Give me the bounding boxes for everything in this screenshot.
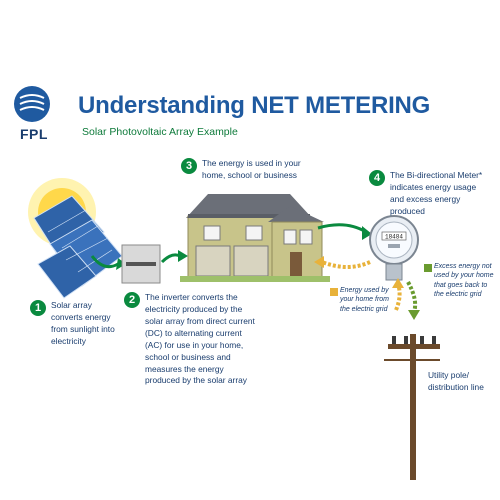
page-title: Understanding NET METERING bbox=[78, 92, 431, 119]
excess-energy-legend-text: Excess energy not used by your home that… bbox=[434, 263, 494, 299]
brand-name: FPL bbox=[20, 126, 48, 142]
step-4-text: The Bi-directional Meter* indicates ener… bbox=[390, 170, 483, 216]
arrow-meter-to-house bbox=[321, 260, 371, 269]
arrow-pole-to-meter bbox=[394, 283, 402, 311]
step-1-text: Solar array converts energy from sunligh… bbox=[51, 300, 115, 346]
house-icon bbox=[180, 194, 330, 282]
page-subtitle: Solar Photovoltaic Array Example bbox=[82, 126, 238, 138]
arrow-solar-to-inverter bbox=[90, 255, 119, 269]
utility-pole-label: Utility pole/ distribution line bbox=[428, 370, 484, 392]
grid-energy-legend-swatch bbox=[330, 288, 338, 296]
utility-pole-icon bbox=[384, 334, 440, 480]
step-3-text: The energy is used in your home, school … bbox=[202, 158, 301, 180]
solar-array-icon bbox=[33, 195, 123, 299]
step-2-badge: 2 bbox=[124, 292, 140, 308]
bi-directional-meter-icon: 18484 bbox=[369, 215, 419, 281]
step-3-badge: 3 bbox=[181, 158, 197, 174]
meter-reading: 18484 bbox=[385, 234, 403, 241]
arrow-house-to-meter bbox=[317, 223, 367, 234]
arrow-meter-to-pole bbox=[406, 281, 418, 313]
step-2-text: The inverter converts the electricity pr… bbox=[145, 292, 255, 386]
inverter-icon bbox=[121, 244, 161, 284]
step-1-badge: 1 bbox=[30, 300, 46, 316]
arrow-inverter-to-house bbox=[160, 253, 181, 264]
step-4-badge: 4 bbox=[369, 170, 385, 186]
excess-energy-legend-swatch bbox=[424, 264, 432, 272]
grid-energy-legend-text: Energy used by your home from the electr… bbox=[340, 287, 390, 313]
fpl-logo-icon bbox=[14, 86, 50, 122]
